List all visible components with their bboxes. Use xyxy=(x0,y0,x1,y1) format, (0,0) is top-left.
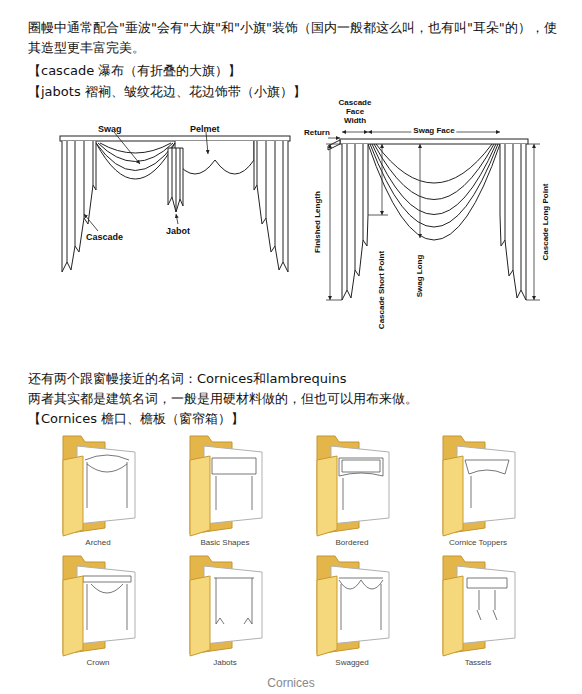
dimension-label: Swag Long xyxy=(415,255,425,298)
cascade-fold xyxy=(257,141,283,262)
dimension-label: Return xyxy=(304,127,330,139)
extension-line xyxy=(526,144,540,300)
cascade-drape xyxy=(342,144,368,300)
folder-icon: Jabots xyxy=(170,550,280,668)
folder-label: Jabots xyxy=(170,658,280,668)
dimension-line xyxy=(420,144,421,238)
folder-label: Tassels xyxy=(423,658,533,668)
folder-icon: Swagged xyxy=(297,550,407,668)
folder-label: Bordered xyxy=(297,538,407,548)
leader-line xyxy=(176,214,178,224)
jabot-fold xyxy=(172,148,180,212)
folder-icon: Crown xyxy=(43,550,153,668)
folder-graphic xyxy=(43,550,153,658)
leader-line xyxy=(114,132,140,164)
folder-paper xyxy=(331,446,389,524)
swag-drape xyxy=(368,144,500,240)
part-label: Jabot xyxy=(166,224,190,238)
cascade-fold xyxy=(505,144,521,290)
pelmet-shape xyxy=(175,141,254,174)
folder-front xyxy=(190,456,210,536)
folder-front xyxy=(63,576,83,656)
extension-line xyxy=(368,215,388,216)
drapery-sketch xyxy=(339,578,383,630)
drapery-sketch xyxy=(339,458,383,510)
paragraph: 圈幔中通常配合"垂波"会有"大旗"和"小旗"装饰（国内一般都这么叫，也有叫"耳朵… xyxy=(28,18,558,58)
valance-board xyxy=(60,136,290,141)
folder-graphic xyxy=(423,430,533,538)
drapery-sketch xyxy=(85,455,129,508)
dimension-line xyxy=(534,144,535,300)
folder-graphic xyxy=(43,430,153,538)
folder-icon: Bordered xyxy=(297,430,407,548)
dimension-label: Cascade Face Width xyxy=(337,98,373,125)
folder-graphic xyxy=(170,550,280,658)
folder-paper xyxy=(204,566,262,644)
drapery-sketch xyxy=(465,460,509,508)
dimension-label: Cascade Short Point xyxy=(377,251,387,329)
folder-front xyxy=(443,576,463,656)
dimension-line xyxy=(382,144,383,215)
cascade-drape xyxy=(62,141,96,272)
dimension-label: Finished Length xyxy=(313,191,323,253)
folder-front xyxy=(63,456,83,536)
folder-label: Basic Shapes xyxy=(170,538,280,548)
folder-icon: Arched xyxy=(43,430,153,548)
dimension-lines xyxy=(326,132,540,300)
folder-front xyxy=(317,576,337,656)
drapery-sketch xyxy=(83,576,131,630)
folder-icon: Tassels xyxy=(423,550,533,668)
leader-line xyxy=(206,132,208,154)
right-valance xyxy=(328,139,528,300)
drapery-sketch xyxy=(467,578,507,620)
folder-label: Swagged xyxy=(297,658,407,668)
dimension-line xyxy=(330,144,331,300)
folder-graphic xyxy=(297,430,407,538)
dimension-label: Swag Face xyxy=(411,125,456,137)
folder-front xyxy=(317,456,337,536)
cascade-fold xyxy=(347,144,363,290)
dimension-label: Cascade Long Point xyxy=(541,184,551,261)
left-valance xyxy=(60,132,290,272)
section-heading: 【Cornices 檐口、檐板（窗帘箱）】 xyxy=(28,409,244,429)
part-label: Pelmet xyxy=(190,122,220,136)
valance-board xyxy=(340,139,528,144)
folder-paper xyxy=(457,566,515,644)
cascade-drape xyxy=(254,141,288,272)
extension-line xyxy=(326,144,342,300)
folder-label: Cornice Toppers xyxy=(423,538,533,548)
folder-icon: Cornice Toppers xyxy=(423,430,533,548)
cascade-fold xyxy=(67,141,93,262)
cascade-drape xyxy=(500,144,526,300)
folder-graphic xyxy=(170,430,280,538)
paragraph: 两者其实都是建筑名词，一般是用硬材料做的，但也可以用布来做。 xyxy=(28,389,418,409)
dimension-line xyxy=(328,138,340,139)
folder-paper xyxy=(331,566,389,644)
folder-paper xyxy=(204,446,262,524)
swag-drape xyxy=(96,143,175,179)
folder-paper xyxy=(457,446,515,524)
paragraph: 还有两个跟窗幔接近的名词：Cornices和lambrequins xyxy=(28,369,347,389)
drapery-sketch xyxy=(214,578,254,624)
caption: Cornices xyxy=(0,676,582,690)
folder-icon: Basic Shapes xyxy=(170,430,280,548)
section-heading: 【cascade 瀑布（有折叠的大旗）】 xyxy=(28,61,241,81)
section-heading: 【jabots 褶裥、皱纹花边、花边饰带（小旗）】 xyxy=(28,82,306,102)
drapery-sketch xyxy=(212,458,256,510)
folder-label: Crown xyxy=(43,658,153,668)
folder-graphic xyxy=(423,550,533,658)
part-label: Cascade xyxy=(86,230,123,244)
folder-front xyxy=(190,576,210,656)
jabot-drape xyxy=(168,148,183,212)
part-label: Swag xyxy=(98,122,122,136)
dimension-line xyxy=(342,132,368,133)
folder-paper xyxy=(77,446,135,524)
folder-paper xyxy=(77,566,135,644)
folder-label: Arched xyxy=(43,538,153,548)
leader-line xyxy=(84,214,98,231)
folder-graphic xyxy=(297,550,407,658)
folder-front xyxy=(443,456,463,536)
